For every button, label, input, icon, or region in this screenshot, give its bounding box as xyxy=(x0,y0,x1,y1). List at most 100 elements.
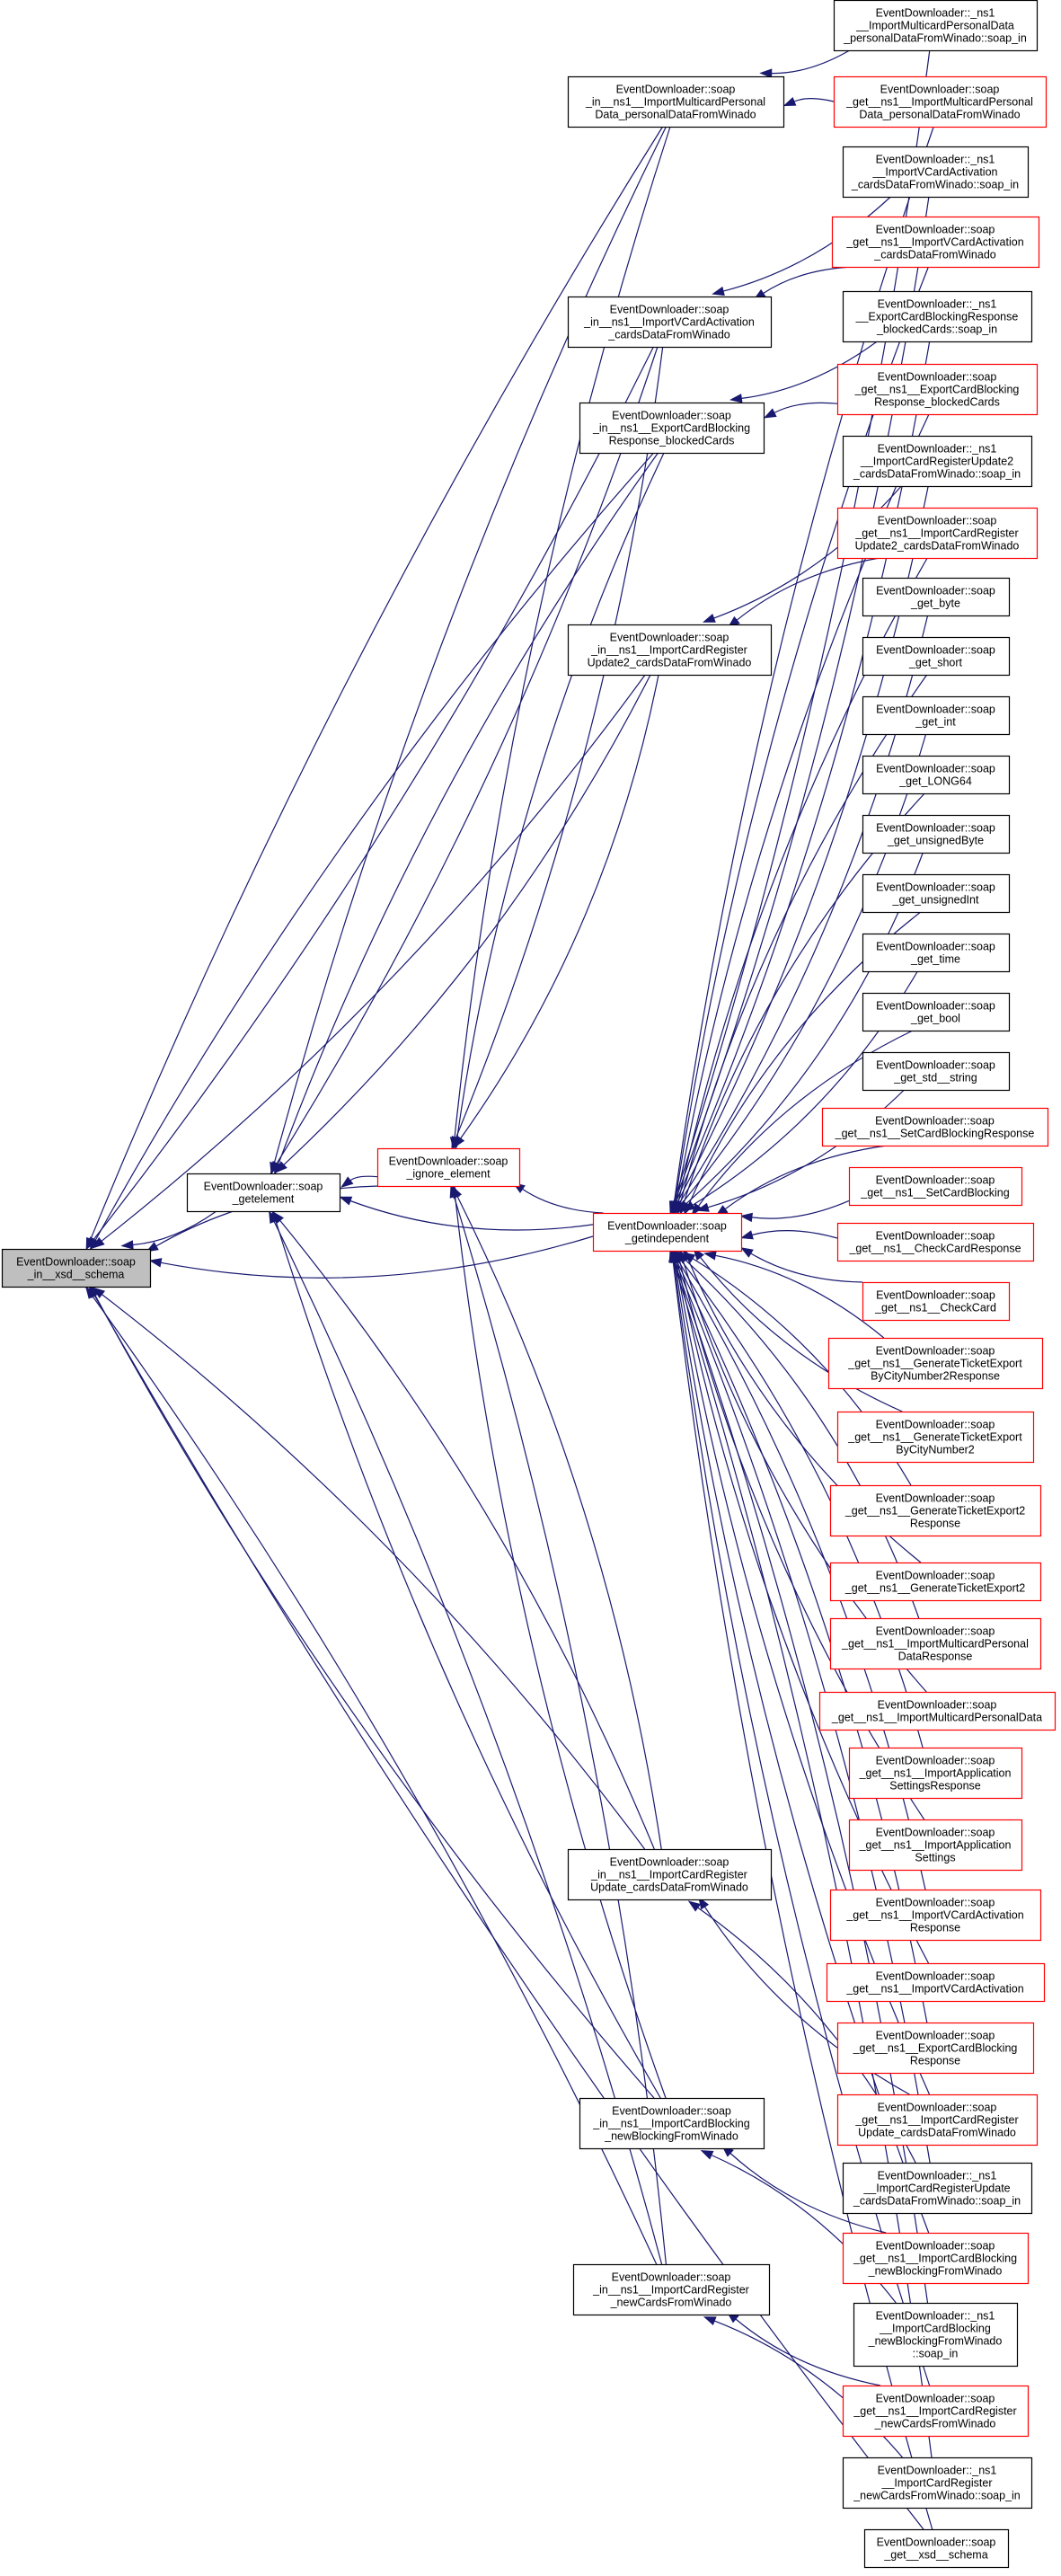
node-box-in_reg2[interactable] xyxy=(567,624,773,677)
node-box-r20[interactable] xyxy=(836,1222,1035,1262)
node-r9[interactable]: EventDownloader::soap_get_byte xyxy=(862,577,1011,617)
node-r26[interactable]: EventDownloader::soap_get__ns1__ImportMu… xyxy=(829,1617,1042,1670)
node-in_block[interactable]: EventDownloader::soap_in__ns1__ExportCar… xyxy=(579,402,765,455)
node-r22[interactable]: EventDownloader::soap_get__ns1__Generate… xyxy=(827,1337,1044,1390)
node-r32[interactable]: EventDownloader::soap_get__ns1__ExportCa… xyxy=(836,2022,1035,2075)
node-r34[interactable]: EventDownloader::_ns1__ImportCardRegiste… xyxy=(842,2162,1033,2215)
node-r15[interactable]: EventDownloader::soap_get_time xyxy=(862,933,1011,973)
node-r13[interactable]: EventDownloader::soap_get_unsignedByte xyxy=(862,814,1011,854)
node-r11[interactable]: EventDownloader::soap_get_int xyxy=(862,695,1011,736)
node-r35[interactable]: EventDownloader::soap_get__ns1__ImportCa… xyxy=(842,2232,1030,2285)
node-r27[interactable]: EventDownloader::soap_get__ns1__ImportMu… xyxy=(818,1691,1057,1731)
node-box-in_newcards[interactable] xyxy=(572,2263,771,2316)
node-box-r21[interactable] xyxy=(862,1281,1011,1322)
node-box-r7[interactable] xyxy=(842,435,1033,488)
node-box-r13[interactable] xyxy=(862,814,1011,854)
node-box-r10[interactable] xyxy=(862,636,1011,677)
node-r1[interactable]: EventDownloader::_ns1__ImportMulticardPe… xyxy=(833,0,1039,52)
node-box-r22[interactable] xyxy=(827,1337,1044,1390)
node-box-getelement[interactable] xyxy=(186,1173,341,1213)
node-box-r2[interactable] xyxy=(833,75,1048,128)
node-r31[interactable]: EventDownloader::soap_get__ns1__ImportVC… xyxy=(826,1962,1046,2003)
node-r28[interactable]: EventDownloader::soap_get__ns1__ImportAp… xyxy=(848,1747,1023,1800)
node-box-r25[interactable] xyxy=(829,1562,1042,1602)
node-box-r39[interactable] xyxy=(863,2528,1010,2569)
node-getindep[interactable]: EventDownloader::soap_getindependent xyxy=(592,1212,743,1253)
node-r36[interactable]: EventDownloader::_ns1__ImportCardBlockin… xyxy=(853,2302,1019,2368)
node-r23[interactable]: EventDownloader::soap_get__ns1__Generate… xyxy=(836,1411,1035,1464)
node-r21[interactable]: EventDownloader::soap_get__ns1__CheckCar… xyxy=(862,1281,1011,1322)
node-box-r27[interactable] xyxy=(818,1691,1057,1731)
node-in_multi[interactable]: EventDownloader::soap_in__ns1__ImportMul… xyxy=(567,75,785,128)
node-r39[interactable]: EventDownloader::soap_get__xsd__schema xyxy=(863,2528,1010,2569)
node-in_newblock[interactable]: EventDownloader::soap_in__ns1__ImportCar… xyxy=(579,2097,765,2150)
node-r19[interactable]: EventDownloader::soap_get__ns1__SetCardB… xyxy=(848,1166,1023,1207)
node-box-in_regupd[interactable] xyxy=(567,1848,773,1901)
node-box-in_newblock[interactable] xyxy=(579,2097,765,2150)
node-r33[interactable]: EventDownloader::soap_get__ns1__ImportCa… xyxy=(836,2094,1039,2147)
node-box-r4[interactable] xyxy=(831,216,1040,269)
node-in_regupd[interactable]: EventDownloader::soap_in__ns1__ImportCar… xyxy=(567,1848,773,1901)
node-r4[interactable]: EventDownloader::soap_get__ns1__ImportVC… xyxy=(831,216,1040,269)
node-box-in_block[interactable] xyxy=(579,402,765,455)
node-root[interactable]: EventDownloader::soap_in__xsd__schema xyxy=(1,1248,152,1288)
node-r3[interactable]: EventDownloader::_ns1__ImportVCardActiva… xyxy=(842,146,1030,199)
node-box-r28[interactable] xyxy=(848,1747,1023,1800)
node-r29[interactable]: EventDownloader::soap_get__ns1__ImportAp… xyxy=(848,1819,1023,1872)
node-box-r11[interactable] xyxy=(862,695,1011,736)
node-r25[interactable]: EventDownloader::soap_get__ns1__Generate… xyxy=(829,1562,1042,1602)
node-r16[interactable]: EventDownloader::soap_get_bool xyxy=(862,992,1011,1032)
node-box-r18[interactable] xyxy=(821,1107,1049,1147)
node-ignore[interactable]: EventDownloader::soap_ignore_element xyxy=(376,1147,521,1188)
node-box-r8[interactable] xyxy=(836,507,1039,560)
node-box-r12[interactable] xyxy=(862,755,1011,795)
node-box-r33[interactable] xyxy=(836,2094,1039,2147)
node-box-r14[interactable] xyxy=(862,873,1011,914)
node-box-in_vcard[interactable] xyxy=(567,296,773,349)
node-box-r37[interactable] xyxy=(842,2385,1030,2438)
node-box-r5[interactable] xyxy=(842,290,1033,343)
node-box-r34[interactable] xyxy=(842,2162,1033,2215)
node-r30[interactable]: EventDownloader::soap_get__ns1__ImportVC… xyxy=(829,1889,1042,1942)
node-box-r19[interactable] xyxy=(848,1166,1023,1207)
node-box-r1[interactable] xyxy=(833,0,1039,52)
node-box-r36[interactable] xyxy=(853,2302,1019,2368)
node-r20[interactable]: EventDownloader::soap_get__ns1__CheckCar… xyxy=(836,1222,1035,1262)
node-box-r29[interactable] xyxy=(848,1819,1023,1872)
node-r17[interactable]: EventDownloader::soap_get_std__string xyxy=(862,1051,1011,1092)
node-in_newcards[interactable]: EventDownloader::soap_in__ns1__ImportCar… xyxy=(572,2263,771,2316)
node-r12[interactable]: EventDownloader::soap_get_LONG64 xyxy=(862,755,1011,795)
node-r10[interactable]: EventDownloader::soap_get_short xyxy=(862,636,1011,677)
node-getelement[interactable]: EventDownloader::soap_getelement xyxy=(186,1173,341,1213)
node-box-ignore[interactable] xyxy=(376,1147,521,1188)
node-r14[interactable]: EventDownloader::soap_get_unsignedInt xyxy=(862,873,1011,914)
node-box-r31[interactable] xyxy=(826,1962,1046,2003)
node-box-r17[interactable] xyxy=(862,1051,1011,1092)
node-r18[interactable]: EventDownloader::soap_get__ns1__SetCardB… xyxy=(821,1107,1049,1147)
node-box-r15[interactable] xyxy=(862,933,1011,973)
node-box-r3[interactable] xyxy=(842,146,1030,199)
node-box-r6[interactable] xyxy=(836,363,1039,416)
node-box-r9[interactable] xyxy=(862,577,1011,617)
node-in_vcard[interactable]: EventDownloader::soap_in__ns1__ImportVCa… xyxy=(567,296,773,349)
node-r6[interactable]: EventDownloader::soap_get__ns1__ExportCa… xyxy=(836,363,1039,416)
node-r2[interactable]: EventDownloader::soap_get__ns1__ImportMu… xyxy=(833,75,1048,128)
node-r37[interactable]: EventDownloader::soap_get__ns1__ImportCa… xyxy=(842,2385,1030,2438)
node-box-in_multi[interactable] xyxy=(567,75,785,128)
node-r5[interactable]: EventDownloader::_ns1__ExportCardBlockin… xyxy=(842,290,1033,343)
node-box-getindep[interactable] xyxy=(592,1212,743,1253)
node-in_reg2[interactable]: EventDownloader::soap_in__ns1__ImportCar… xyxy=(567,624,773,677)
node-box-r35[interactable] xyxy=(842,2232,1030,2285)
node-box-r26[interactable] xyxy=(829,1617,1042,1670)
node-r24[interactable]: EventDownloader::soap_get__ns1__Generate… xyxy=(829,1484,1042,1537)
node-r38[interactable]: EventDownloader::_ns1__ImportCardRegiste… xyxy=(842,2456,1033,2510)
node-box-r30[interactable] xyxy=(829,1889,1042,1942)
node-box-r38[interactable] xyxy=(842,2456,1033,2510)
node-box-root[interactable] xyxy=(1,1248,152,1288)
node-box-r23[interactable] xyxy=(836,1411,1035,1464)
node-box-r16[interactable] xyxy=(862,992,1011,1032)
node-r8[interactable]: EventDownloader::soap_get__ns1__ImportCa… xyxy=(836,507,1039,560)
node-r7[interactable]: EventDownloader::_ns1__ImportCardRegiste… xyxy=(842,435,1033,488)
node-box-r32[interactable] xyxy=(836,2022,1035,2075)
node-box-r24[interactable] xyxy=(829,1484,1042,1537)
